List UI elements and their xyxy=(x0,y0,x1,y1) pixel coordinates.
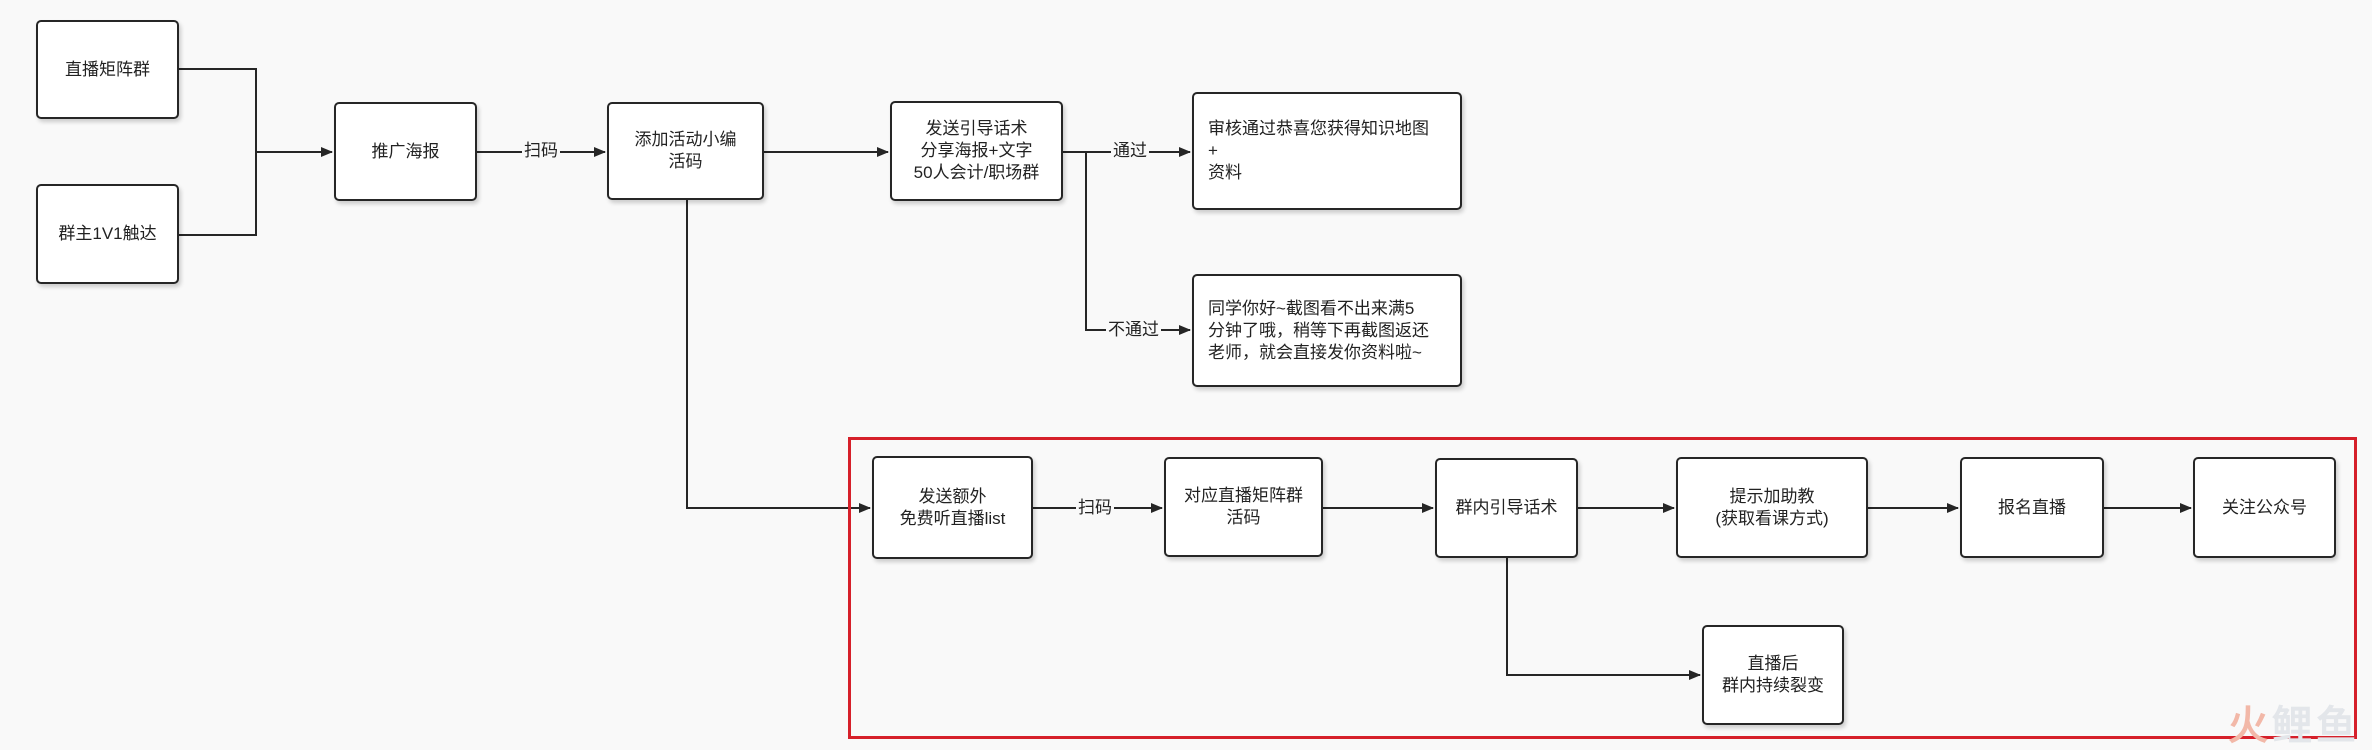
node-register-live: 报名直播 xyxy=(1960,457,2104,558)
highlight-box xyxy=(848,437,2357,739)
node-review-fail: 同学你好~截图看不出来满5 分钟了哦，稍等下再截图返还 老师，就会直接发你资料啦… xyxy=(1192,274,1462,387)
edge-guide-to-fail xyxy=(1085,152,1191,335)
edge-group-guide-to-after-live xyxy=(1506,558,1701,680)
node-add-activity-editor: 添加活动小编 活码 xyxy=(607,102,764,200)
watermark-part-2: 鲤鱼 xyxy=(2272,703,2360,749)
edge-label-scan-1: 扫码 xyxy=(522,141,560,161)
node-after-live-fission: 直播后 群内持续裂变 xyxy=(1702,625,1844,725)
watermark-part-1: 火 xyxy=(2228,703,2272,749)
edge-editor-to-extra xyxy=(686,200,871,513)
edge-owner-1v1 xyxy=(179,152,257,236)
edge-label-fail: 不通过 xyxy=(1106,320,1161,340)
edge-live-matrix xyxy=(179,68,257,152)
node-review-pass: 审核通过恭喜您获得知识地图 + 资料 xyxy=(1192,92,1462,210)
node-send-extra-list: 发送额外 免费听直播list xyxy=(872,456,1033,559)
node-live-matrix-group: 直播矩阵群 xyxy=(36,20,179,119)
node-add-assistant: 提示加助教 (获取看课方式) xyxy=(1676,457,1868,558)
node-group-guide-script: 群内引导话术 xyxy=(1435,458,1578,558)
node-promo-poster: 推广海报 xyxy=(334,102,477,201)
watermark-logo: 火鲤鱼 xyxy=(2228,704,2360,748)
node-follow-official-account: 关注公众号 xyxy=(2193,457,2336,558)
node-live-matrix-code: 对应直播矩阵群 活码 xyxy=(1164,457,1323,557)
edge-label-pass: 通过 xyxy=(1111,141,1149,161)
node-send-guide-script: 发送引导话术 分享海报+文字 50人会计/职场群 xyxy=(890,101,1063,201)
edge-label-scan-2: 扫码 xyxy=(1076,498,1114,518)
node-owner-1v1-reach: 群主1V1触达 xyxy=(36,184,179,284)
